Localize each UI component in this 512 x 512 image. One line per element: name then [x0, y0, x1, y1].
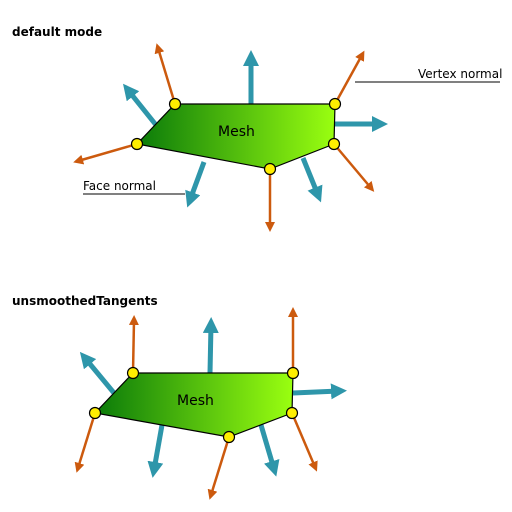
vertex-marker: [286, 366, 300, 380]
face-normal-arrow: [79, 351, 116, 395]
face-normal-arrow: [292, 383, 347, 400]
vertex-marker: [130, 137, 144, 151]
mesh-label: Mesh: [177, 393, 214, 409]
face-normal-arrow: [202, 317, 219, 374]
vertex-marker: [168, 97, 182, 111]
vertex-normal-arrow: [128, 315, 139, 374]
vertex-marker: [263, 162, 277, 176]
face-normals-group: [123, 49, 389, 208]
mesh-label: Mesh: [218, 124, 255, 140]
vertex-normal-arrow: [74, 412, 97, 473]
vertex-normal-arrow: [333, 50, 365, 105]
face-normals-group: [79, 317, 347, 478]
face-normal-arrow: [300, 157, 323, 203]
vertex-marker: [222, 430, 236, 444]
vertex-markers-group: [88, 366, 300, 444]
vertex-normals-group: [73, 43, 375, 232]
face-normal-arrow: [123, 83, 158, 127]
vertex-marker: [126, 366, 140, 380]
vertex-normal-label: Vertex normal: [418, 67, 502, 81]
panel-title-unsmoothed-tangents: unsmoothedTangents: [12, 294, 158, 308]
vertex-marker: [327, 137, 341, 151]
vertex-marker: [328, 97, 342, 111]
panel-title-default-mode: default mode: [12, 25, 103, 39]
mesh-polygon: [93, 372, 294, 438]
vertex-normals-group: [74, 307, 318, 500]
panel-default-mode: Mesh Vertex normal Face normal: [73, 43, 502, 232]
face-normal-arrow: [147, 424, 165, 478]
vertex-normal-arrow: [207, 436, 231, 500]
vertex-normal-arrow: [290, 412, 318, 472]
vertex-normal-arrow: [154, 43, 177, 105]
vertex-normal-arrow: [333, 143, 375, 192]
vertex-marker: [285, 406, 299, 420]
vertex-markers-group: [130, 97, 342, 176]
face-normal-arrow: [185, 161, 207, 208]
face-normal-label: Face normal: [83, 179, 156, 193]
panel-unsmoothed-tangents: Mesh: [74, 307, 347, 500]
mesh-polygon: [135, 103, 336, 170]
face-normal-arrow: [258, 424, 280, 477]
vertex-normal-arrow: [73, 142, 138, 165]
vertex-marker: [88, 406, 102, 420]
